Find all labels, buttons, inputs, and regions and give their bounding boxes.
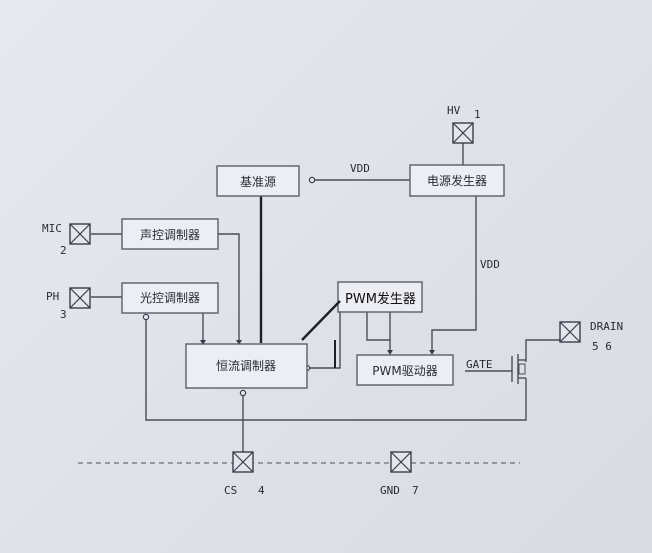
constant-current-block: 恒流调制器 bbox=[185, 343, 308, 389]
mosfet-icon bbox=[511, 354, 526, 384]
arrow-icon bbox=[236, 340, 242, 345]
pin-hv: HV 1 bbox=[447, 104, 481, 144]
sound-modulator-block: 声控调制器 bbox=[121, 218, 219, 250]
pin-hv-name: HV bbox=[447, 104, 461, 117]
reference-block: 基准源 bbox=[216, 165, 300, 197]
light-modulator-block: 光控调制器 bbox=[121, 282, 219, 314]
light-modulator-label: 光控调制器 bbox=[140, 291, 200, 305]
pin-drain-name: DRAIN bbox=[590, 320, 623, 333]
pin-cs-name: CS bbox=[224, 484, 237, 497]
pin-hv-number: 1 bbox=[474, 108, 481, 121]
gate-label: GATE bbox=[466, 358, 493, 371]
sound-modulator-label: 声控调制器 bbox=[140, 228, 200, 242]
arrow-icon bbox=[387, 350, 393, 355]
pin-ph-name: PH bbox=[46, 290, 59, 303]
pin-cs: CS 4 bbox=[224, 451, 265, 497]
arrow-icon bbox=[200, 340, 206, 345]
annotation-line bbox=[301, 300, 341, 341]
pin-mic-number: 2 bbox=[60, 244, 67, 257]
arrow-icon bbox=[429, 350, 435, 355]
pin-gnd: GND 7 bbox=[380, 451, 419, 497]
pwm-generator-label: PWM发生器 bbox=[345, 291, 416, 307]
pin-mic-name: MIC bbox=[42, 222, 62, 235]
pin-drain-number: 5 6 bbox=[592, 340, 612, 353]
wire-pwm-out bbox=[366, 312, 391, 350]
pin-gnd-name: GND bbox=[380, 484, 400, 497]
reference-label: 基准源 bbox=[240, 175, 276, 189]
pwm-generator-block: PWM发生器 bbox=[337, 281, 423, 313]
junction-dot bbox=[239, 389, 247, 397]
wire-feedback bbox=[307, 310, 341, 369]
vdd-right-label: VDD bbox=[480, 258, 500, 271]
pin-ph-number: 3 bbox=[60, 308, 67, 321]
constant-current-label: 恒流调制器 bbox=[216, 359, 276, 373]
power-generator-block: 电源发生器 bbox=[409, 164, 505, 197]
power-generator-label: 电源发生器 bbox=[427, 173, 487, 188]
wire-sense-loop bbox=[145, 317, 527, 421]
vdd-top-label: VDD bbox=[350, 162, 370, 175]
pin-cs-number: 4 bbox=[258, 484, 265, 497]
pin-gnd-number: 7 bbox=[412, 484, 419, 497]
pin-drain: DRAIN 5 6 bbox=[559, 320, 623, 353]
junction-dot bbox=[142, 313, 150, 321]
junction-dot bbox=[308, 176, 316, 184]
pwm-driver-label: PWM驱动器 bbox=[372, 364, 437, 378]
wire-vdd-right bbox=[431, 196, 477, 350]
wire-sound bbox=[218, 233, 240, 340]
pwm-driver-block: PWM驱动器 bbox=[356, 354, 454, 386]
pin-ph: PH 3 bbox=[46, 287, 91, 321]
pin-mic: MIC 2 bbox=[42, 222, 91, 257]
